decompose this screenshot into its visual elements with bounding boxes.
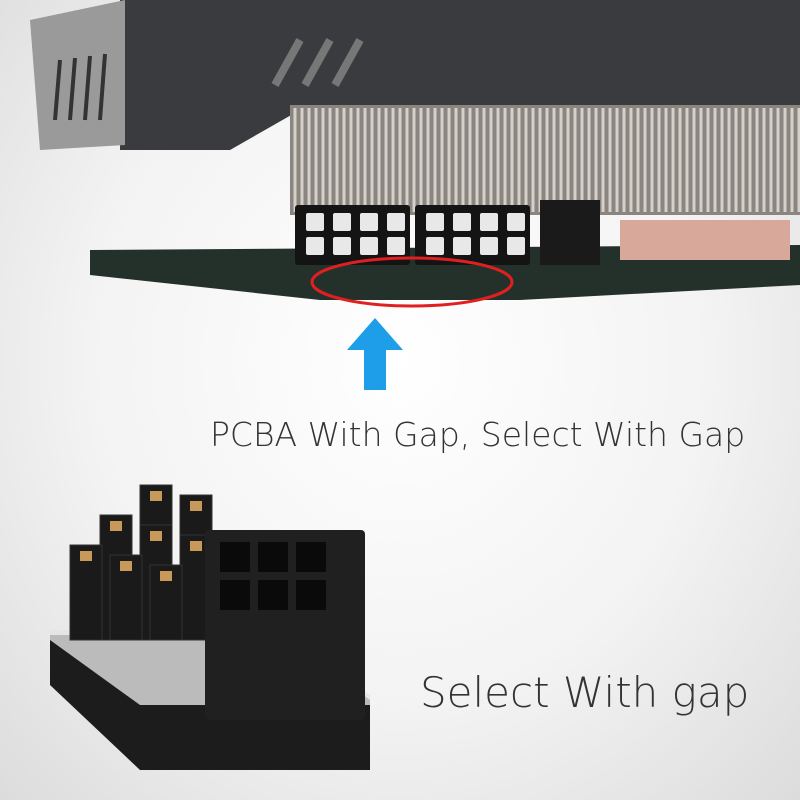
pin xyxy=(387,237,405,255)
pin xyxy=(453,237,471,255)
pin xyxy=(507,213,525,231)
pin xyxy=(453,213,471,231)
pin xyxy=(426,213,444,231)
adapter-socket xyxy=(205,530,365,720)
pin-tip xyxy=(150,491,162,501)
pin-tip xyxy=(150,531,162,541)
pin xyxy=(333,237,351,255)
pin-tip xyxy=(120,561,132,571)
arrow-up-icon xyxy=(347,318,403,390)
board-component xyxy=(540,200,600,265)
gap-highlight-ellipse xyxy=(310,256,514,308)
pin xyxy=(360,213,378,231)
pin-tip xyxy=(160,571,172,581)
socket-holes xyxy=(220,542,326,610)
pin xyxy=(306,237,324,255)
thermal-pad xyxy=(620,220,790,260)
heatsink-fins xyxy=(293,108,800,212)
graphics-card-image xyxy=(30,0,800,308)
pin-tip xyxy=(190,541,202,551)
adapter-pin-posts xyxy=(69,484,213,641)
shroud-accent-stripes xyxy=(271,38,364,87)
adapter-image xyxy=(50,484,370,770)
pin-tip xyxy=(190,501,202,511)
pin-tip xyxy=(80,551,92,561)
pin xyxy=(426,237,444,255)
pin xyxy=(360,237,378,255)
pin-tip xyxy=(110,521,122,531)
pin xyxy=(387,213,405,231)
vent-slots xyxy=(53,53,107,121)
caption-bottom: Select With gap xyxy=(420,668,750,717)
bracket-vent xyxy=(30,0,125,150)
pin xyxy=(306,213,324,231)
pin xyxy=(507,237,525,255)
pin xyxy=(480,237,498,255)
pin xyxy=(333,213,351,231)
pin xyxy=(480,213,498,231)
connector-pins xyxy=(306,213,525,255)
caption-top: PCBA With Gap, Select With Gap xyxy=(210,415,746,454)
